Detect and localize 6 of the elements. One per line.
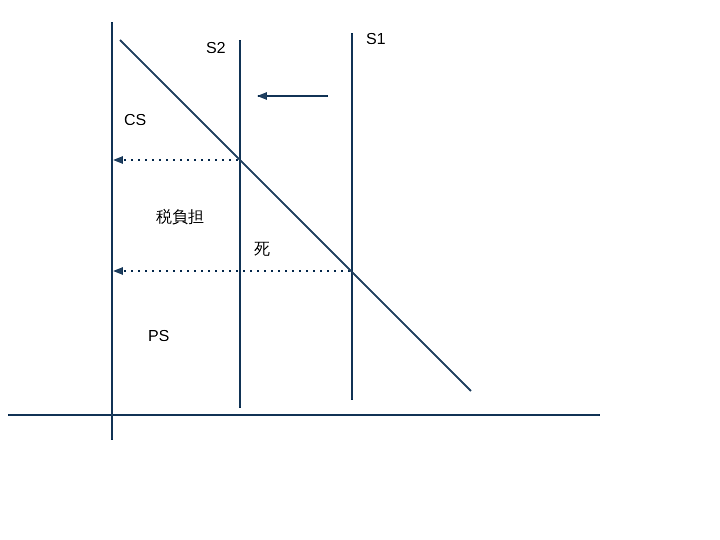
curve-label: S2 <box>206 40 226 58</box>
area-label: 死 <box>254 241 270 259</box>
area-label: 税負担 <box>156 209 204 227</box>
curve-label: S1 <box>366 31 386 49</box>
area-label: PS <box>148 328 170 346</box>
area-label: CS <box>124 112 146 130</box>
